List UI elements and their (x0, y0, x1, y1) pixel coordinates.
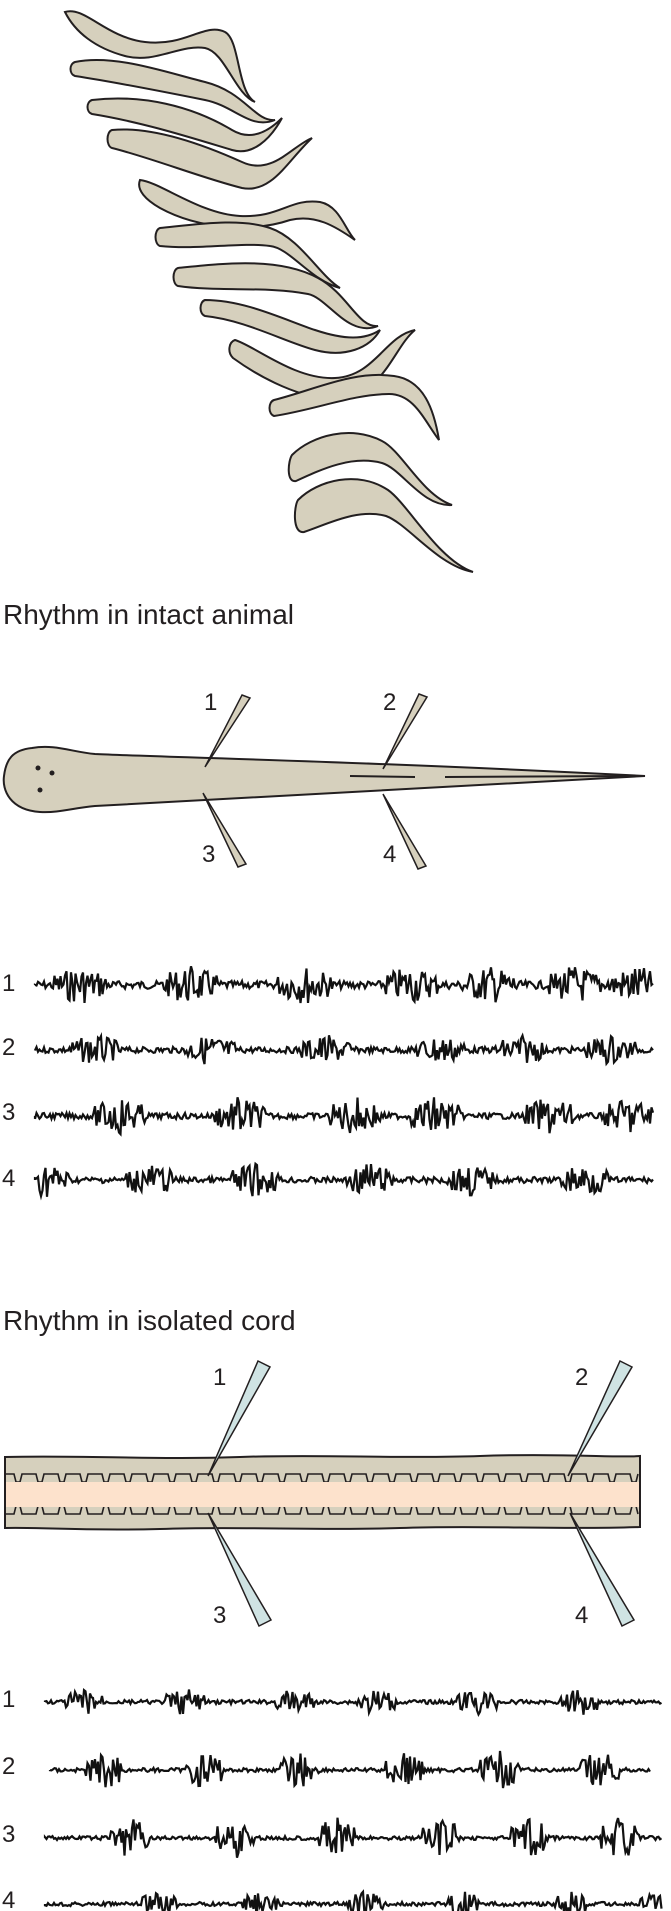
trace-label-4: 4 (2, 1887, 15, 1911)
intact-electrodes: 1 2 3 4 (202, 689, 429, 870)
lamprey-silhouette (63, 10, 256, 103)
lamprey-silhouette (268, 374, 440, 441)
intact-animal-body (2, 745, 646, 814)
cord-center-band (6, 1482, 639, 1507)
electrode-3 (207, 1512, 273, 1628)
trace-label-3: 3 (2, 1821, 15, 1848)
electrode-label-3: 3 (213, 1602, 226, 1629)
eye-icon (35, 765, 41, 771)
lamprey-silhouette (293, 478, 474, 573)
trace-label-1: 1 (2, 970, 15, 997)
eye-icon (49, 770, 55, 776)
electrode-1 (204, 694, 252, 768)
isolated-traces: 1 2 3 4 (2, 1686, 663, 1911)
intact-section-title: Rhythm in intact animal (3, 599, 294, 630)
electrode-3 (202, 792, 248, 868)
lamprey-silhouette (287, 432, 453, 507)
lamprey-silhouette (172, 262, 379, 330)
electrode-4 (382, 793, 428, 870)
fin-line (349, 775, 416, 778)
lamprey-silhouette (138, 178, 356, 241)
eye-icon (37, 787, 43, 793)
trace-label-1: 1 (2, 1686, 15, 1713)
isolated-cord (4, 1454, 641, 1531)
isolated-electrodes: 1 2 3 4 (207, 1359, 636, 1629)
trace-label-2: 2 (2, 1753, 15, 1780)
electrode-label-2: 2 (383, 689, 396, 716)
recording-trace (33, 966, 654, 1005)
recording-trace (43, 1889, 663, 1911)
lamprey-silhouette (199, 298, 381, 354)
electrode-2 (382, 693, 429, 770)
electrode-label-3: 3 (202, 841, 215, 868)
swimming-sequence (63, 10, 474, 573)
intact-traces: 1 2 3 4 (2, 966, 655, 1201)
electrode-4 (569, 1512, 636, 1628)
isolated-section-title: Rhythm in isolated cord (3, 1305, 296, 1336)
trace-label-2: 2 (2, 1034, 15, 1061)
lamprey-silhouette (106, 128, 313, 190)
recording-trace (43, 1687, 663, 1718)
lamprey-silhouette (86, 97, 283, 153)
fin-line (444, 775, 631, 778)
trace-label-3: 3 (2, 1099, 15, 1126)
electrode-label-1: 1 (213, 1364, 226, 1391)
recording-trace (33, 1161, 654, 1201)
electrode-label-4: 4 (575, 1602, 588, 1629)
electrode-2 (567, 1359, 634, 1477)
trace-label-4: 4 (2, 1165, 15, 1192)
recording-trace (33, 1032, 654, 1067)
recording-trace (33, 1097, 655, 1137)
lamprey-silhouette (154, 221, 341, 289)
electrode-label-2: 2 (575, 1364, 588, 1391)
electrode-label-1: 1 (204, 689, 217, 716)
lamprey-silhouette (69, 59, 276, 124)
recording-trace (43, 1817, 663, 1859)
electrode-1 (207, 1359, 272, 1477)
electrode-label-4: 4 (383, 841, 396, 868)
recording-trace (48, 1750, 651, 1789)
